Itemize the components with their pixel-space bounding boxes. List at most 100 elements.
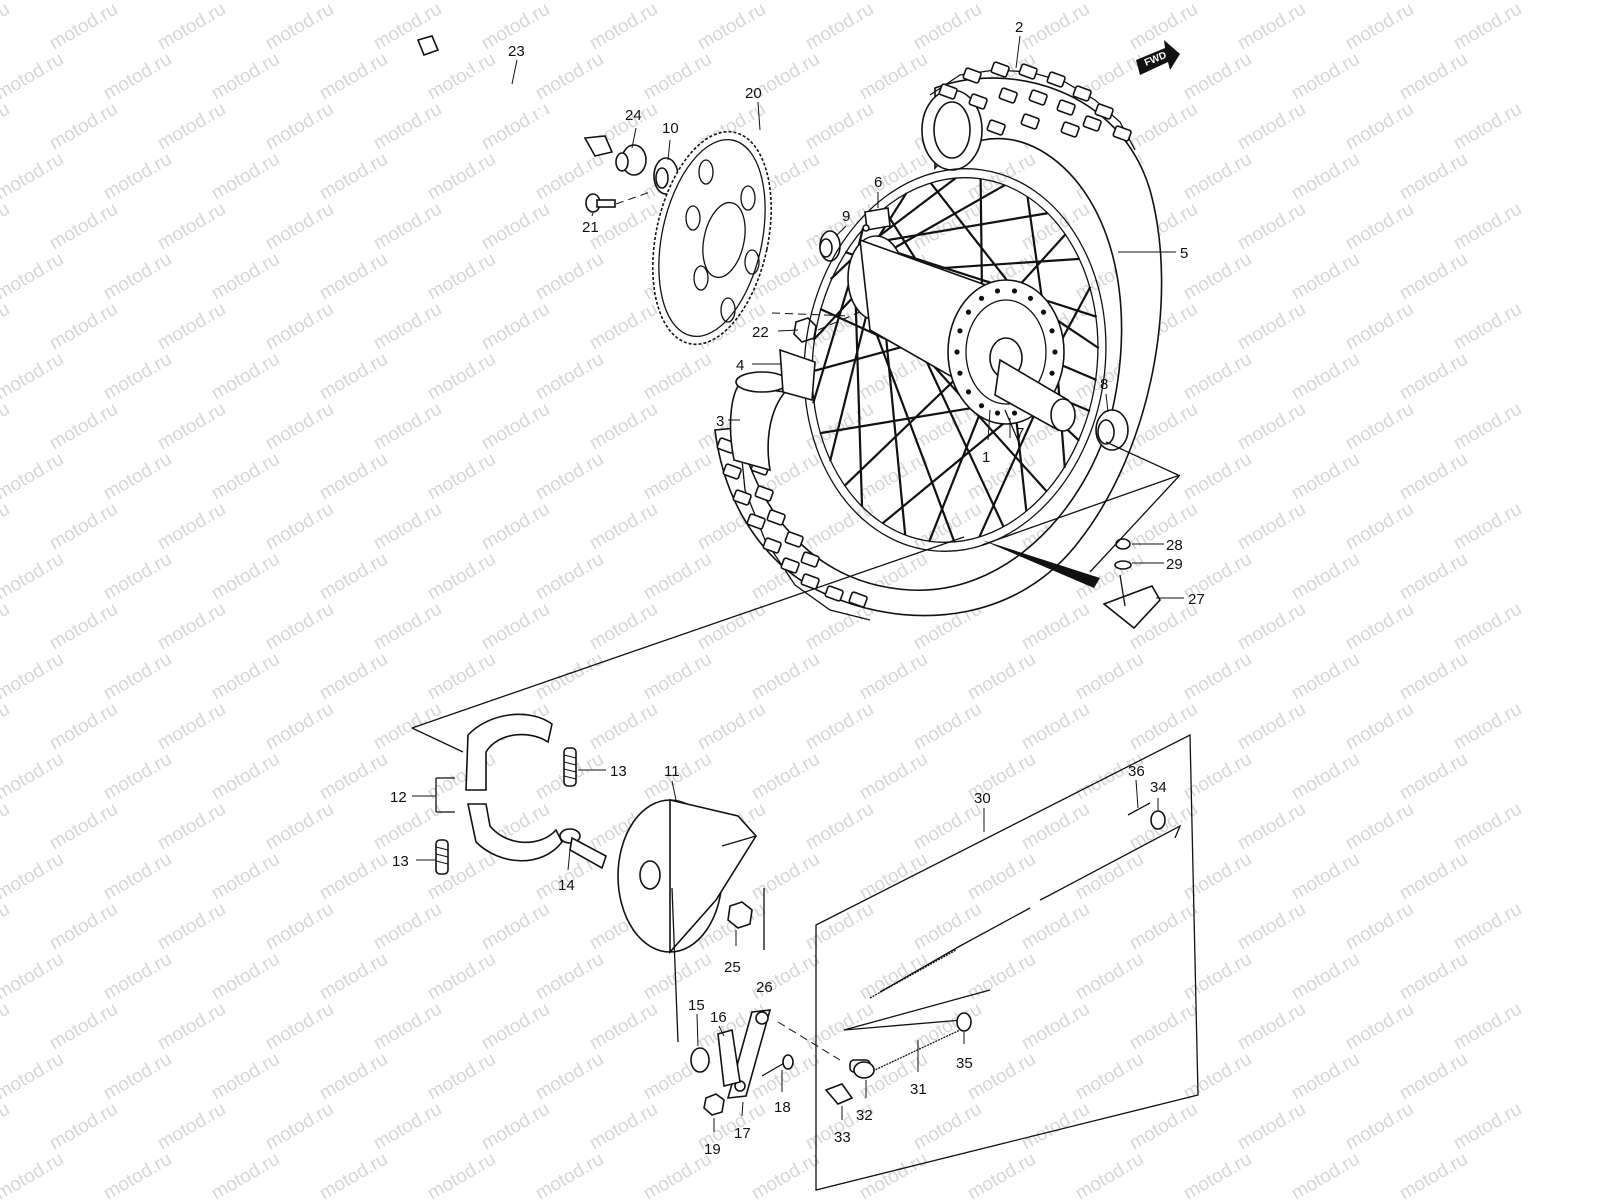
- watermark-text: motod.ru: [316, 549, 391, 605]
- watermark-text: motod.ru: [1450, 199, 1525, 255]
- brake-spring-13-lower: [435, 839, 449, 875]
- watermark-text: motod.ru: [1342, 499, 1417, 555]
- fwd-arrow-icon: FWD: [1136, 40, 1180, 75]
- watermark-text: motod.ru: [46, 499, 121, 555]
- watermark-text: motod.ru: [0, 599, 13, 655]
- bolt-21: [585, 191, 651, 213]
- watermark-text: motod.ru: [532, 449, 607, 505]
- part-label-13-lower: 13: [392, 853, 409, 870]
- part-label-23: 23: [508, 43, 525, 60]
- watermark-text: motod.ru: [370, 699, 445, 755]
- spoke: [829, 311, 869, 462]
- watermark-text: motod.ru: [0, 999, 13, 1055]
- watermark-text: motod.ru: [154, 799, 229, 855]
- tread-lug: [1112, 125, 1132, 142]
- watermark-text: motod.ru: [1396, 649, 1471, 705]
- watermark-text: motod.ru: [532, 1149, 607, 1200]
- watermark-text: motod.ru: [262, 399, 337, 455]
- watermark-text: motod.ru: [46, 599, 121, 655]
- watermark-text: motod.ru: [1450, 1099, 1525, 1155]
- watermark-text: motod.ru: [532, 49, 607, 105]
- watermark-text: motod.ru: [856, 749, 931, 805]
- watermark-text: motod.ru: [424, 149, 499, 205]
- pin-36: [1127, 802, 1151, 816]
- watermark-text: motod.ru: [1126, 99, 1201, 155]
- tread-lug: [754, 485, 774, 502]
- watermark-text: motod.ru: [856, 449, 931, 505]
- watermark-text: motod.ru: [1180, 1049, 1255, 1105]
- part-label-21: 21: [582, 219, 599, 236]
- watermark-text: motod.ru: [856, 649, 931, 705]
- watermark-text: motod.ru: [316, 849, 391, 905]
- watermark-text: motod.ru: [316, 1049, 391, 1105]
- spoke: [978, 393, 1045, 538]
- hub-spoke-hole: [978, 295, 985, 301]
- watermark-text: motod.ru: [694, 0, 769, 54]
- watermark-text: motod.ru: [1288, 49, 1363, 105]
- rear-sprocket-20: [651, 130, 773, 346]
- watermark-text: motod.ru: [640, 49, 715, 105]
- part-label-24: 24: [625, 107, 642, 124]
- watermark-text: motod.ru: [154, 199, 229, 255]
- spoke: [819, 405, 981, 435]
- watermark-text: motod.ru: [370, 99, 445, 155]
- watermark-text: motod.ru: [532, 1049, 607, 1105]
- tread-lug: [962, 67, 982, 84]
- watermark-text: motod.ru: [424, 649, 499, 705]
- watermark-text: motod.ru: [100, 549, 175, 605]
- watermark-text: motod.ru: [1450, 699, 1525, 755]
- watermark-text: motod.ru: [46, 899, 121, 955]
- hub-spoke-hole: [1027, 295, 1034, 301]
- spoke: [881, 414, 1015, 525]
- part-label-30: 30: [974, 790, 991, 807]
- watermark-text: motod.ru: [208, 949, 283, 1005]
- watermark-text: motod.ru: [748, 1149, 823, 1200]
- watermark-text: motod.ru: [1018, 699, 1093, 755]
- tread-lug: [1018, 63, 1038, 80]
- watermark-text: motod.ru: [532, 549, 607, 605]
- spoke: [882, 312, 907, 536]
- watermark-text: motod.ru: [46, 399, 121, 455]
- watermark-text: motod.ru: [1396, 1049, 1471, 1105]
- watermark-text: motod.ru: [424, 49, 499, 105]
- brake-panel-11: [617, 798, 757, 955]
- watermark-text: motod.ru: [1342, 599, 1417, 655]
- watermark-text: motod.ru: [1450, 599, 1525, 655]
- tread-lug: [998, 87, 1018, 104]
- watermark-text: motod.ru: [262, 499, 337, 555]
- spoke: [928, 407, 984, 542]
- watermark-text: motod.ru: [316, 249, 391, 305]
- watermark-text: motod.ru: [478, 499, 553, 555]
- spoke: [854, 296, 864, 507]
- rim-lock-27: [1102, 574, 1161, 630]
- tread-lug: [1060, 121, 1080, 138]
- watermark-text: motod.ru: [370, 299, 445, 355]
- watermark-text: motod.ru: [208, 649, 283, 705]
- part-label-20: 20: [745, 85, 762, 102]
- watermark-text: motod.ru: [1180, 349, 1255, 405]
- watermark-text: motod.ru: [424, 949, 499, 1005]
- part-label-16: 16: [710, 1009, 727, 1026]
- callout-lines: [411, 441, 1181, 753]
- rim-band-3: [729, 371, 789, 472]
- watermark-text: motod.ru: [316, 349, 391, 405]
- watermark-text: motod.ru: [424, 549, 499, 605]
- watermark-text: motod.ru: [532, 249, 607, 305]
- wing-nut-33: [824, 1083, 854, 1105]
- watermark-text: motod.ru: [154, 999, 229, 1055]
- watermark-text: motod.ru: [1396, 149, 1471, 205]
- tire-tread-lugs: [716, 61, 1132, 608]
- watermark-text: motod.ru: [0, 299, 13, 355]
- watermark-text: motod.ru: [1072, 1049, 1147, 1105]
- watermark-text: motod.ru: [1126, 899, 1201, 955]
- watermark-text: motod.ru: [316, 749, 391, 805]
- spoke: [812, 272, 854, 404]
- part-label-33: 33: [834, 1129, 851, 1146]
- watermark-text: motod.ru: [1234, 399, 1309, 455]
- watermark-text: motod.ru: [802, 0, 877, 54]
- joint-32: [853, 1061, 875, 1079]
- watermark-text: motod.ru: [0, 349, 67, 405]
- watermark-text: motod.ru: [478, 999, 553, 1055]
- watermark-text: motod.ru: [1396, 949, 1471, 1005]
- spoke: [876, 212, 1049, 244]
